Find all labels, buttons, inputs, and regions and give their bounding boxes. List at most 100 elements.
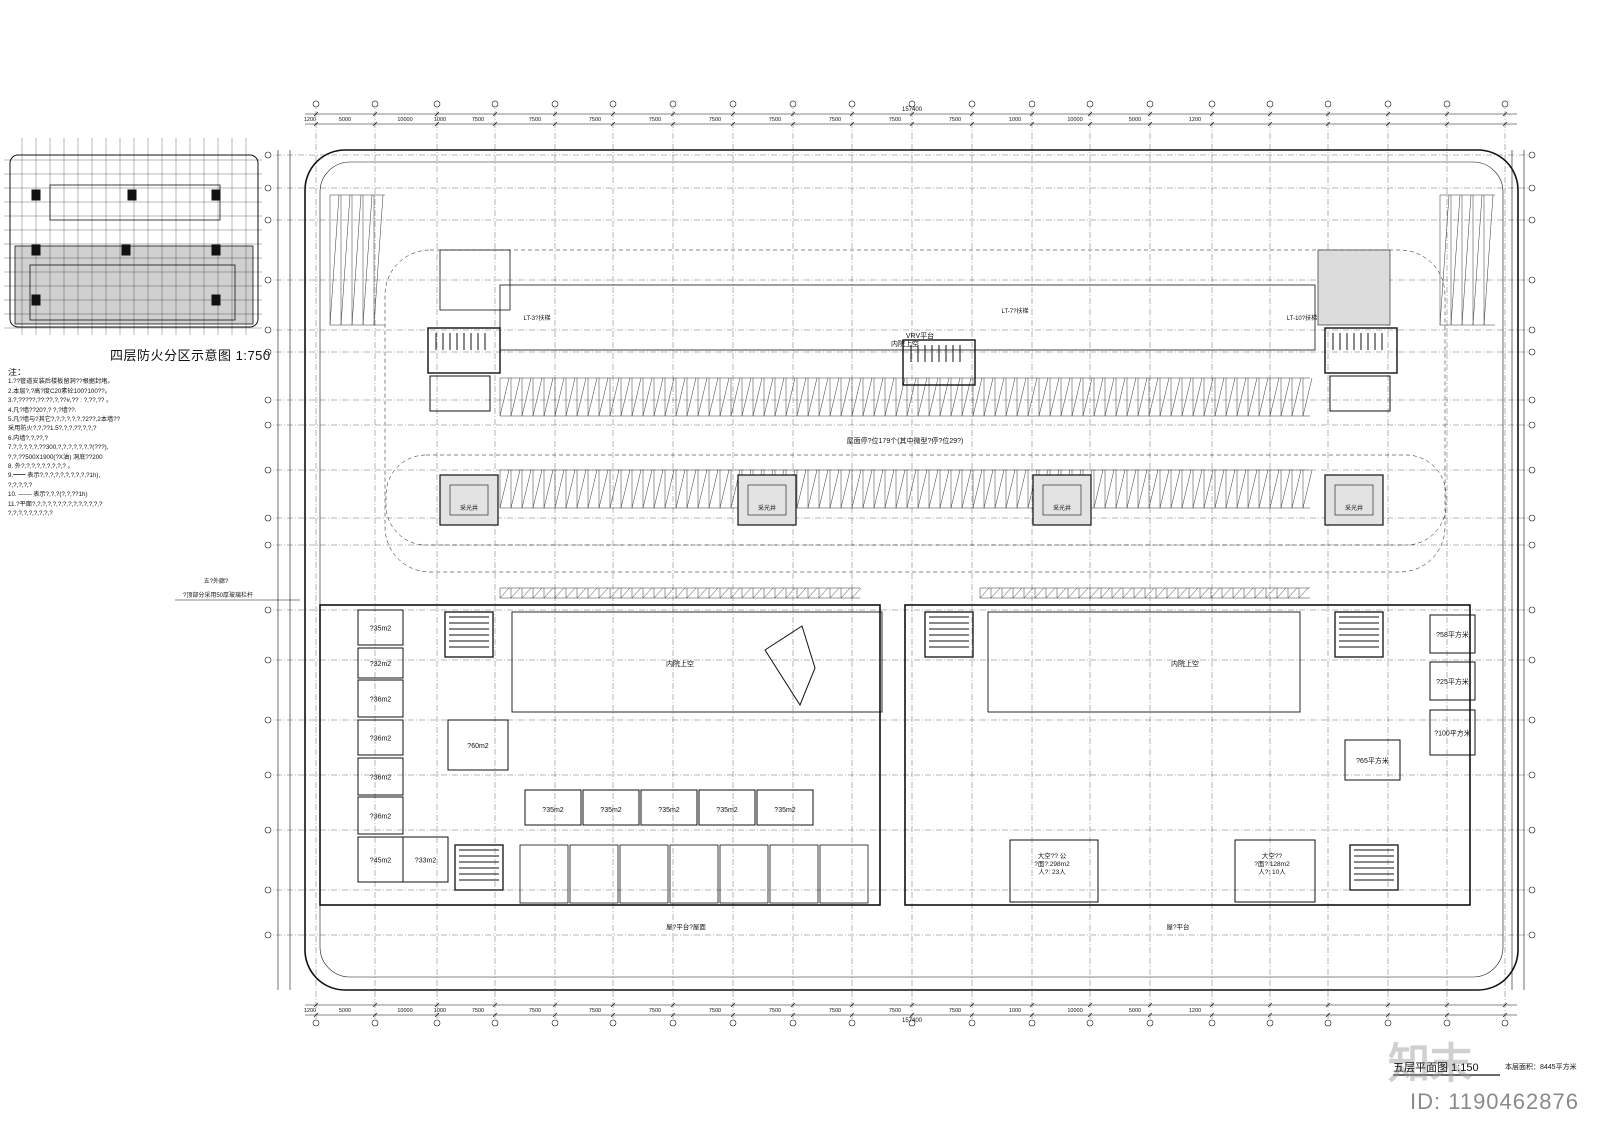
parking-stall <box>983 469 994 509</box>
parking-stall <box>510 469 521 509</box>
dimension-tick <box>1087 1012 1093 1018</box>
courtyard-label: 内院上空 <box>1171 659 1199 668</box>
inset-stair <box>121 244 131 256</box>
parking-stall <box>1302 469 1313 509</box>
dimension-tick <box>790 121 796 127</box>
dimension-tick <box>670 121 676 127</box>
dimension-tick <box>909 1002 915 1008</box>
axis-bubble <box>1028 1019 1036 1027</box>
dimension-tick <box>1029 1012 1035 1018</box>
parking-stall <box>697 377 708 417</box>
axis-bubble <box>1028 100 1036 108</box>
stair-core <box>454 844 504 891</box>
dimension-tick <box>1267 111 1273 117</box>
stair-core <box>902 339 976 386</box>
parking-stall <box>829 587 840 599</box>
parking-stall <box>1060 377 1071 417</box>
parking-stall <box>609 469 620 509</box>
dimension-tick <box>1325 1012 1331 1018</box>
parking-stall <box>785 587 796 599</box>
parking-stall <box>708 377 719 417</box>
axis-bubble <box>371 100 379 108</box>
elevator-label: LT-7?扶梯 <box>1002 307 1029 315</box>
parapet-line <box>319 161 1504 978</box>
dimension-tick <box>372 111 378 117</box>
dimension-tick <box>969 111 975 117</box>
parking-stall <box>1177 587 1188 599</box>
office-cell <box>719 844 769 904</box>
axis-bubble <box>1528 771 1536 779</box>
skylight-frame <box>449 484 489 516</box>
room-area-label: ?36m2 <box>370 775 392 782</box>
inset-stair <box>211 189 221 201</box>
parking-stall <box>1450 194 1461 326</box>
parking-stall <box>1093 469 1104 509</box>
skylight-well <box>1324 474 1384 526</box>
parking-stall <box>994 377 1005 417</box>
room-area-label: ?35m2 <box>658 807 680 814</box>
axis-bubble <box>264 466 272 474</box>
parking-stall <box>961 377 972 417</box>
axis-bubble <box>968 100 976 108</box>
roof-label: 屋?平台 <box>1166 922 1189 931</box>
dimension-tick <box>610 1012 616 1018</box>
dimension-tick <box>1502 121 1508 127</box>
axis-bubble <box>312 1019 320 1027</box>
room-cell <box>357 719 404 756</box>
axis-bubble <box>264 931 272 939</box>
dim-total-bottom: 157400 <box>902 1018 923 1024</box>
room-area-label: ?32m2 <box>370 661 392 668</box>
parking-stall <box>961 469 972 509</box>
dimension-marks <box>175 111 1525 1076</box>
parking-stall <box>840 469 851 509</box>
skylight-frame <box>747 484 787 516</box>
parking-stall <box>510 377 521 417</box>
parking-stall <box>1144 587 1155 599</box>
parking-stall <box>752 587 763 599</box>
room-area-label: ?45m2 <box>370 858 392 865</box>
axis-bubble <box>1208 100 1216 108</box>
parking-stall <box>521 469 532 509</box>
parking-stall <box>565 587 576 599</box>
parking-stall <box>675 469 686 509</box>
building-outline <box>304 149 1519 991</box>
inset-stair <box>211 244 221 256</box>
ramp-ring <box>384 249 1446 573</box>
inner-courtyard-right <box>987 611 1301 713</box>
note-item: 9.━━ 表示?,?,?,?,?,?,?,?,?,?1h), <box>8 472 101 480</box>
parking-stall <box>807 377 818 417</box>
parking-stall <box>807 587 818 599</box>
room-area-label: ?60m2 <box>467 743 489 750</box>
dimension-tick <box>730 121 736 127</box>
axis-bubble <box>264 826 272 834</box>
note-item: 采用防火?,?,??1.5?,?,?,??,?,?,? <box>8 425 97 433</box>
dim-top-text: 5000 <box>1129 117 1141 123</box>
parking-stall <box>329 194 340 326</box>
axis-bubble <box>433 1019 441 1027</box>
skylight-well <box>737 474 797 526</box>
room-area-label: ?100平方米 <box>1434 729 1471 738</box>
parking-stall <box>873 469 884 509</box>
dimension-tick <box>372 1002 378 1008</box>
parking-stall <box>1181 469 1192 509</box>
parking-stall <box>972 469 983 509</box>
room-cell <box>357 679 404 718</box>
lower-wing-left <box>319 604 881 906</box>
axis-bubble <box>264 656 272 664</box>
parking-stall <box>1170 377 1181 417</box>
parking-stall <box>1005 469 1016 509</box>
parking-stall <box>1236 377 1247 417</box>
parking-stall <box>906 377 917 417</box>
parking-stall <box>1049 377 1060 417</box>
parking-stall <box>1034 587 1045 599</box>
parking-stall <box>1089 587 1100 599</box>
dimension-tick <box>790 111 796 117</box>
axis-bubble <box>312 100 320 108</box>
parking-stall <box>1005 377 1016 417</box>
drawing-title: 五层平面图 1:150 <box>1393 1062 1479 1074</box>
room-cell <box>402 836 449 883</box>
parking-stall <box>543 469 554 509</box>
dimension-tick <box>1267 121 1273 127</box>
open-office-b-label: 大空?? <box>1262 851 1283 860</box>
axis-bubble <box>1528 348 1536 356</box>
